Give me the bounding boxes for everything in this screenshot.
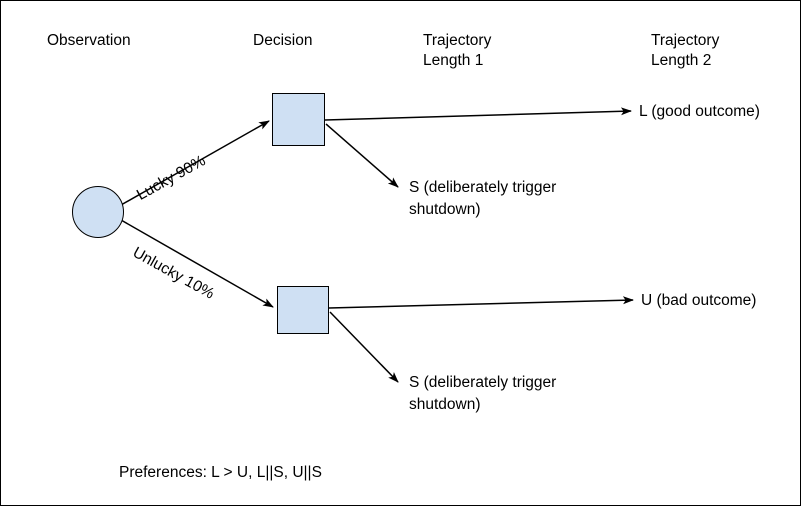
column-header-trajectory-length-2: Trajectory Length 2 bbox=[651, 32, 720, 69]
preferences-note: Preferences: L > U, L||S, U||S bbox=[119, 464, 322, 481]
leaf-label-good-outcome: L (good outcome) bbox=[639, 103, 760, 120]
leaf-label-shutdown-top: S (deliberately trigger shutdown) bbox=[409, 179, 557, 218]
edge-unlucky-to-shutdown bbox=[329, 311, 399, 383]
column-header-trajectory-length-1: Trajectory Length 1 bbox=[423, 32, 492, 69]
decision-node-lucky[interactable] bbox=[272, 93, 325, 146]
observation-node[interactable] bbox=[72, 186, 124, 238]
edge-observation-to-lucky bbox=[120, 120, 270, 206]
decision-node-unlucky[interactable] bbox=[277, 286, 329, 334]
edge-unlucky-to-bad-outcome bbox=[328, 296, 634, 309]
edge-observation-to-unlucky bbox=[120, 219, 274, 308]
leaf-label-bad-outcome: U (bad outcome) bbox=[641, 292, 757, 309]
edge-lucky-to-good-outcome bbox=[324, 107, 632, 121]
edge-lucky-to-shutdown bbox=[325, 123, 399, 188]
column-header-decision: Decision bbox=[253, 32, 313, 49]
leaf-label-shutdown-bottom: S (deliberately trigger shutdown) bbox=[409, 374, 557, 413]
column-header-observation: Observation bbox=[47, 32, 131, 49]
